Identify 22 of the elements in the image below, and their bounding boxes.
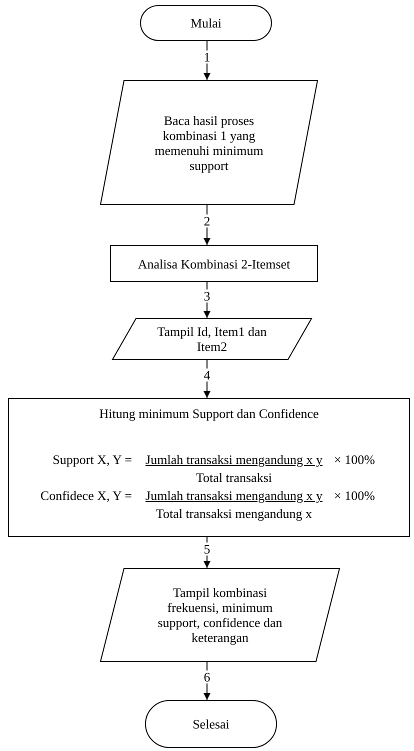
formula-text: × 100% <box>334 488 375 503</box>
edge-label: 5 <box>202 542 212 555</box>
formula-numerator: Jumlah transaksi mengandung x y <box>146 452 322 467</box>
edge-label: 6 <box>202 670 212 684</box>
node-label: Selesai <box>192 716 230 732</box>
node-label: Baca hasil proses kombinasi 1 yang memenuhi minimum support <box>154 112 264 172</box>
edge-label: 4 <box>202 368 212 382</box>
formula-text: Total transaksi mengandung x <box>156 506 312 521</box>
formula-numerator: Jumlah transaksi mengandung x y <box>146 488 322 503</box>
arrow <box>204 662 210 700</box>
edge-label: 1 <box>202 50 212 63</box>
formula-text: Support X, Y = <box>52 452 132 467</box>
node-label: Mulai <box>189 16 223 30</box>
formula-text: Total transaksi <box>196 470 272 485</box>
box-heading: Hitung minimum Support dan Confidence <box>99 406 319 421</box>
node-label: Analisa Kombinasi 2-Itemset <box>136 256 292 271</box>
node-label: Tampil kombinasi frekuensi, minimum support, confidence dan keterangan <box>156 585 284 645</box>
formula-text: Confidece X, Y = <box>40 488 132 503</box>
edge-label: 2 <box>202 214 212 228</box>
node-label: Tampil Id, Item1 dan Item2 <box>156 324 268 354</box>
edge-label: 3 <box>202 290 212 302</box>
formula-text: × 100% <box>334 452 375 467</box>
